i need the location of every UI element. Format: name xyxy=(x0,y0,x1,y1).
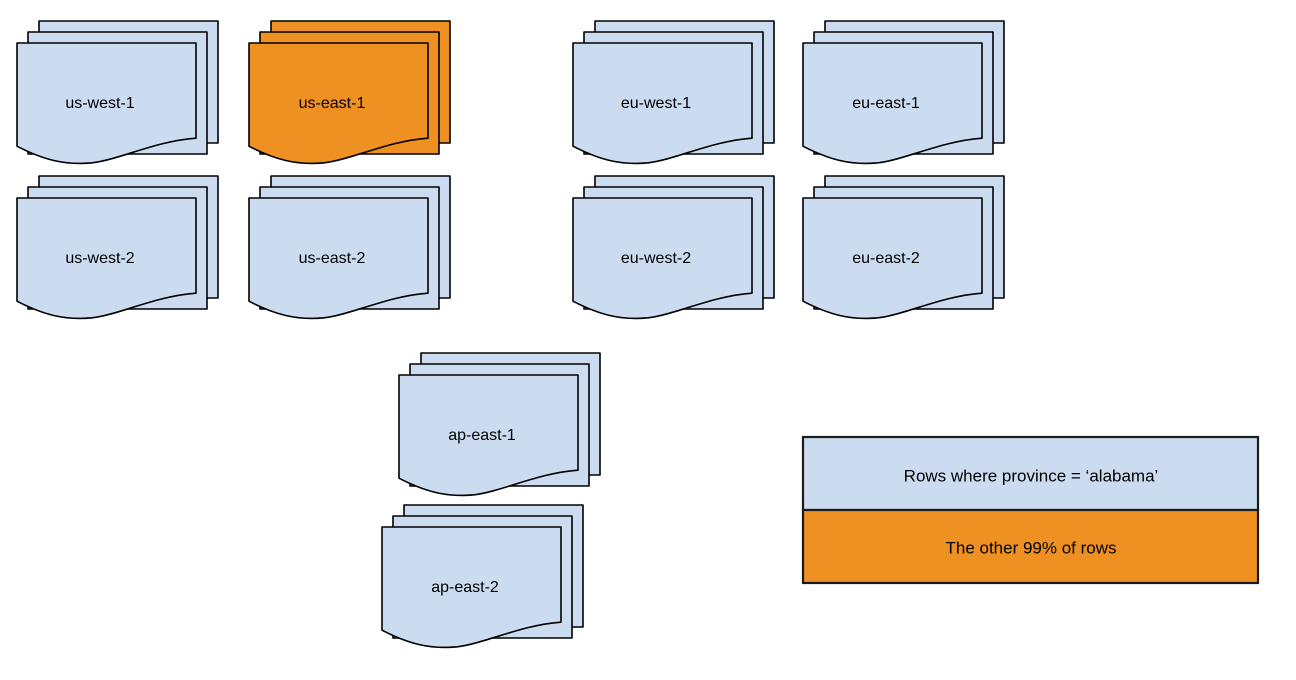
region-card-front xyxy=(16,42,197,165)
region-card-front xyxy=(16,197,197,320)
region-card-front xyxy=(572,42,753,165)
legend-swatch-legend-blue xyxy=(801,435,1260,512)
region-card-front xyxy=(398,374,579,497)
region-stack-us-west-1[interactable]: us-west-1 xyxy=(16,20,219,165)
legend-label-legend-blue: Rows where province = ‘alabama’ xyxy=(904,466,1159,485)
region-label-us-west-1: us-west-1 xyxy=(65,95,134,112)
region-card-front xyxy=(248,197,429,320)
legend-swatch-legend-orange xyxy=(801,508,1260,585)
region-stack-eu-west-1[interactable]: eu-west-1 xyxy=(572,20,775,165)
region-stack-eu-east-1[interactable]: eu-east-1 xyxy=(802,20,1005,165)
region-card-front xyxy=(572,197,753,320)
region-label-us-east-2: us-east-2 xyxy=(299,250,366,267)
region-card-front xyxy=(802,42,983,165)
region-card-front xyxy=(248,42,429,165)
legend: Rows where province = ‘alabama’ The other… xyxy=(801,435,1260,585)
region-label-ap-east-2: ap-east-2 xyxy=(431,579,499,596)
region-stack-ap-east-1[interactable]: ap-east-1 xyxy=(398,352,601,497)
region-stack-us-east-1[interactable]: us-east-1 xyxy=(248,20,451,165)
region-card-front xyxy=(381,526,562,649)
region-stack-us-west-2[interactable]: us-west-2 xyxy=(16,175,219,320)
region-stack-ap-east-2[interactable]: ap-east-2 xyxy=(381,504,584,649)
region-label-eu-east-1: eu-east-1 xyxy=(852,95,920,112)
region-label-eu-west-2: eu-west-2 xyxy=(621,250,691,267)
region-stack-us-east-2[interactable]: us-east-2 xyxy=(248,175,451,320)
legend-label-legend-orange: The other 99% of rows xyxy=(945,538,1116,557)
region-stack-eu-west-2[interactable]: eu-west-2 xyxy=(572,175,775,320)
region-label-us-east-1: us-east-1 xyxy=(299,95,366,112)
region-label-eu-west-1: eu-west-1 xyxy=(621,95,691,112)
region-stack-group: us-west-1 us-east-1 eu-west-1 eu-east-1 us-w… xyxy=(16,20,1005,649)
region-label-eu-east-2: eu-east-2 xyxy=(852,250,920,267)
region-card-front xyxy=(802,197,983,320)
region-label-ap-east-1: ap-east-1 xyxy=(448,427,516,444)
region-stack-eu-east-2[interactable]: eu-east-2 xyxy=(802,175,1005,320)
region-label-us-west-2: us-west-2 xyxy=(65,250,134,267)
